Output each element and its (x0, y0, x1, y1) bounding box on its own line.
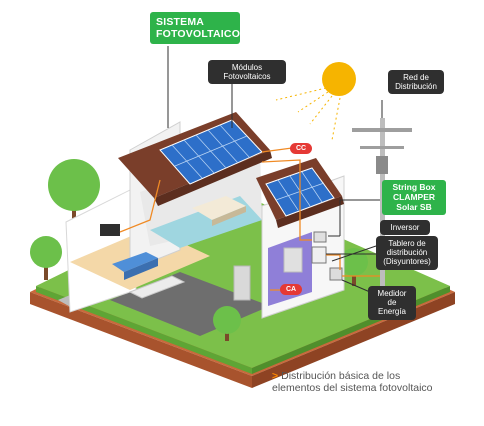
string-box-line-2: CLAMPER (392, 191, 436, 202)
string-box-device (313, 231, 327, 243)
board-label-line-2: distribución (386, 248, 428, 258)
caption: >Distribución básica de los elementos de… (272, 370, 472, 394)
tree-right (340, 248, 368, 286)
inverter-label: Inversor (380, 220, 430, 236)
string-box-line-1: String Box (392, 182, 436, 192)
solar-panels-main (159, 119, 263, 185)
kitchen-counter (128, 275, 186, 299)
grid-label: Red de Distribución (388, 70, 444, 95)
meter-label-line-2: de Energía (377, 298, 407, 317)
tree-left (48, 159, 100, 230)
modules-label-line-2: Fotovoltaicos (223, 72, 271, 82)
callout-lines (167, 46, 380, 293)
board-label-line-3: (Disyuntores) (383, 257, 431, 267)
washer (283, 247, 303, 273)
board-label-line-1: Tablero de (388, 239, 426, 248)
sun-icon (275, 62, 356, 141)
system-title-line-1: SISTEMA (156, 16, 205, 28)
ca-badge: CA (280, 284, 303, 295)
meter-device (329, 267, 343, 281)
modules-label: Módulos Fotovoltaicos (208, 60, 286, 85)
caption-line-1: Distribución básica de los (281, 370, 401, 382)
meter-label: Medidor de Energía (368, 286, 416, 320)
system-title-label: SISTEMA FOTOVOLTAICO (150, 12, 241, 45)
wires (119, 147, 380, 291)
bed (192, 196, 246, 226)
grid-label-line-2: Distribución (395, 82, 437, 92)
meter-label-line-1: Medidor (377, 289, 407, 298)
tv (100, 224, 120, 236)
modules-label-line-1: Módulos (231, 63, 263, 72)
tree-front (213, 306, 241, 341)
fridge (233, 265, 251, 301)
sofa (112, 252, 158, 280)
system-title-line-2: FOTOVOLTAICO (156, 28, 241, 41)
caption-line-2: elementos del sistema fotovoltaico (272, 381, 433, 394)
string-box-label: String Box CLAMPER Solar SB (382, 180, 446, 216)
cc-badge: CC (290, 143, 313, 154)
caption-arrow-icon: > (272, 370, 279, 382)
string-box-line-3: Solar SB (396, 201, 432, 212)
inverter-device (311, 246, 327, 264)
tree-bottom-left (30, 236, 62, 280)
board-label: Tablero de distribución (Disyuntores) (376, 236, 438, 270)
grid-label-line-1: Red de (403, 73, 429, 82)
inverter-label-text: Inversor (390, 223, 420, 232)
